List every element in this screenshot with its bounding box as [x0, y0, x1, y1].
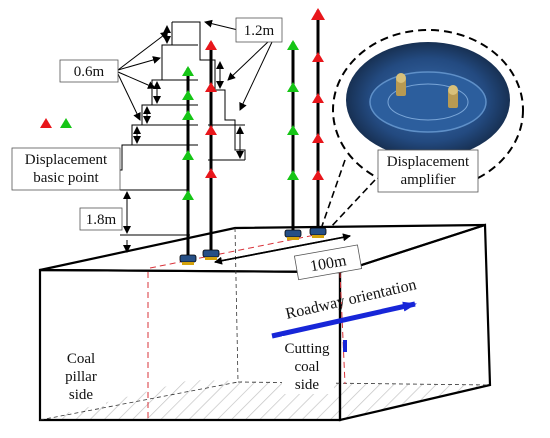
basic-point-box [11, 147, 121, 191]
roadway-floor-hatch [40, 380, 490, 420]
cutting-label-line2: coal [295, 359, 320, 375]
green-marker-icon [287, 125, 299, 135]
amplifier-callout [321, 29, 524, 229]
green-marker-icon [182, 150, 194, 160]
marker-legend-icon [40, 118, 72, 128]
red-marker-icon [205, 168, 217, 178]
red-marker-icon [205, 125, 217, 135]
green-marker-icon [182, 110, 194, 120]
roadway-top-face [39, 223, 486, 274]
amplifier-nub-icon [202, 249, 220, 258]
red-marker-icon [312, 52, 324, 62]
red-marker-icon [312, 93, 324, 103]
green-marker-icon [287, 40, 299, 50]
basic-point-label-line1: Displacement [25, 152, 108, 168]
green-marker-icon [182, 90, 194, 100]
red-marker-icon [312, 170, 324, 180]
red-marker-icon [311, 8, 325, 20]
hidden-edge-floor-left [39, 381, 239, 421]
label-leader-arrows [117, 19, 273, 121]
roadway-box [38, 223, 492, 422]
hidden-edge-back [234, 227, 239, 383]
green-marker-icon [287, 170, 299, 180]
amplifier-nub-icon [284, 229, 302, 238]
amplifier-label-line1: Displacement [387, 154, 470, 170]
left-dimension-arrows [123, 25, 244, 253]
amplifier-box [377, 149, 479, 193]
spacing-right-label: 1.2m [244, 23, 275, 39]
green-marker-icon [287, 82, 299, 92]
roadway-arrow [271, 301, 417, 339]
pillar-label-line3: side [69, 387, 94, 403]
green-marker-icon [182, 190, 194, 200]
depth-lower-box [79, 207, 123, 231]
cutting-label-line3: side [295, 377, 320, 393]
green-marker-icon [182, 66, 194, 76]
amplifier-nub-icon [179, 254, 197, 263]
cutting-side-label: Cutting coal side [282, 336, 347, 394]
amplifier-nubs [179, 227, 327, 265]
spacing-upper-box [59, 59, 119, 83]
red-marker-icon [205, 82, 217, 92]
depth-lower-label: 1.8m [86, 212, 117, 228]
red-dashed-line-right [339, 271, 346, 385]
anchor-markers [182, 8, 325, 200]
red-marker-icon [312, 133, 324, 143]
pillar-label-line2: pillar [65, 369, 97, 385]
basic-point-label-line2: basic point [33, 170, 99, 186]
distance-box [293, 244, 363, 281]
distance-indicator: 100m [214, 233, 363, 281]
amplifier-leader-right [329, 179, 376, 229]
amplifier-label-line2: amplifier [401, 172, 456, 188]
pillar-label-line1: Coal [67, 351, 95, 367]
amplifier-leader-left [321, 159, 346, 227]
spacing-upper-label: 0.6m [74, 64, 105, 80]
spacing-right-box [235, 17, 283, 43]
red-marker-icon [205, 40, 217, 50]
cutting-label-line1: Cutting [284, 341, 330, 357]
roadway-orientation: Roadway orientation [271, 276, 418, 339]
amplifier-nub-icon [309, 227, 327, 236]
distance-label: 100m [309, 252, 348, 275]
hidden-edge-floor-back [237, 381, 491, 386]
pillar-side-label: Coal pillar side [56, 348, 106, 406]
